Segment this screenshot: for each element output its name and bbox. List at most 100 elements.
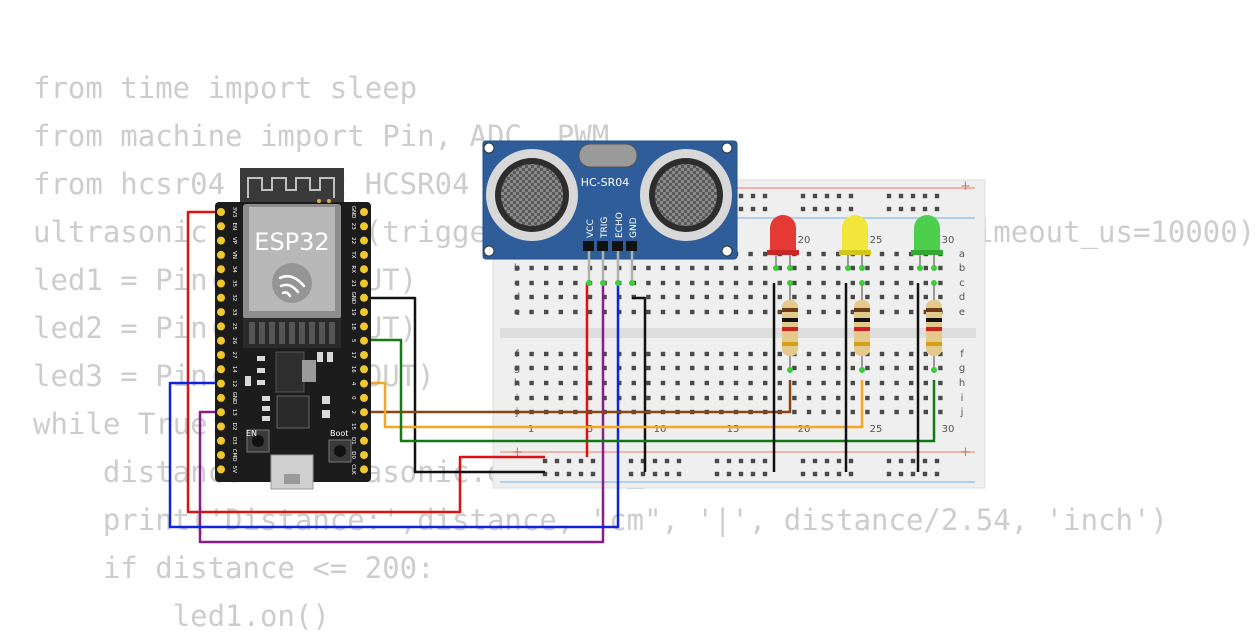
esp32-pin[interactable] [217, 351, 225, 359]
esp32-pin[interactable] [360, 308, 368, 317]
breadboard-hole [529, 365, 534, 371]
breadboard-hole [558, 280, 563, 286]
breadboard-hole [514, 265, 520, 271]
breadboard-hole [923, 351, 928, 357]
esp32-pin[interactable] [360, 379, 368, 388]
breadboard-hole [690, 380, 695, 386]
esp32-pin[interactable] [360, 393, 368, 402]
pin-label: 5 [350, 339, 356, 343]
breadboard-hole [529, 265, 534, 271]
esp32-pin[interactable] [217, 322, 225, 331]
esp32-pin[interactable] [360, 293, 368, 302]
esp32-pin[interactable] [360, 236, 368, 245]
breadboard-hole [836, 471, 842, 477]
breadboard-hole [792, 294, 797, 300]
usb-uart-chip [276, 395, 310, 429]
breadboard-hole [923, 395, 928, 401]
row-letter: b [514, 263, 520, 274]
esp32-pin[interactable] [360, 250, 368, 259]
esp32-pin[interactable] [360, 336, 368, 345]
breadboard-hole [850, 395, 855, 401]
esp32-pin[interactable] [217, 222, 225, 231]
breadboard-hole [812, 458, 818, 464]
breadboard-hole [806, 409, 812, 415]
breadboard-hole [806, 351, 812, 357]
esp32-pin[interactable] [360, 436, 368, 445]
breadboard-hole [573, 351, 578, 357]
breadboard-hole [836, 409, 841, 415]
breadboard-hole [800, 206, 806, 212]
esp32-pin[interactable] [360, 222, 368, 231]
esp32-pin[interactable] [217, 436, 225, 445]
breadboard-hole [850, 265, 855, 271]
breadboard-hole [836, 380, 841, 386]
breadboard-hole [646, 309, 651, 315]
breadboard-hole [763, 280, 768, 286]
breadboard-hole [836, 265, 841, 271]
svg-text:+: + [960, 179, 971, 194]
breadboard-hole [821, 251, 826, 257]
esp32-pin[interactable] [360, 208, 368, 216]
breadboard-hole [748, 351, 753, 357]
hc-sr04-sensor[interactable]: HC-SR04 VCC TRIG ECHO GND [482, 140, 738, 286]
breadboard-hole [850, 280, 855, 286]
esp32-pin[interactable] [217, 336, 225, 345]
esp32-pin[interactable] [360, 351, 368, 359]
esp32-pin[interactable] [360, 451, 368, 460]
esp32-pin[interactable] [360, 365, 368, 374]
esp32-pin[interactable] [360, 408, 368, 417]
pin-label: GND [350, 291, 356, 304]
esp32-pin[interactable] [217, 308, 225, 317]
breadboard-hole [777, 294, 782, 300]
esp32-pin[interactable] [217, 365, 225, 374]
led-green[interactable] [911, 215, 943, 268]
esp32-pin[interactable] [217, 451, 225, 460]
breadboard-hole [850, 365, 855, 371]
esp32-pin[interactable] [217, 250, 225, 259]
breadboard-hole [542, 471, 548, 477]
led-red[interactable] [767, 215, 799, 268]
pin-label: 16 [350, 366, 356, 373]
esp32-pin[interactable] [217, 422, 225, 431]
breadboard-hole [660, 351, 666, 357]
pin-label: CMD [231, 449, 237, 462]
breadboard-hole [792, 280, 797, 286]
mount-hole [721, 142, 733, 154]
esp32-pin[interactable] [360, 322, 368, 331]
resistor[interactable] [854, 283, 870, 370]
breadboard-hole [676, 471, 682, 477]
esp32-pin[interactable] [217, 236, 225, 245]
pin-label: ECHO [615, 212, 625, 238]
breadboard-hole [602, 265, 607, 271]
esp32-pin[interactable] [360, 279, 368, 288]
esp32-pin[interactable] [217, 465, 225, 474]
breadboard-hole [910, 193, 916, 199]
esp32-pin[interactable] [217, 379, 225, 388]
esp32-pin[interactable] [360, 265, 368, 274]
sensor-pin-dots [586, 280, 635, 286]
esp32-board[interactable]: ESP32 EN Boot 3V3ENVPVN34353233252627141… [215, 168, 371, 490]
esp32-pin[interactable] [360, 465, 368, 474]
pin-label: TX [350, 250, 356, 258]
esp32-pin[interactable] [217, 293, 225, 302]
row-letter: g [514, 363, 520, 374]
breadboard-hole [763, 395, 768, 401]
pin-label: 12 [231, 380, 237, 387]
breadboard-hole [646, 365, 651, 371]
esp32-pin[interactable] [217, 208, 225, 216]
esp32-pin[interactable] [360, 422, 368, 431]
esp32-label: ESP32 [254, 228, 329, 256]
resistor[interactable] [926, 283, 942, 370]
breadboard-hole [909, 395, 914, 401]
breadboard-hole [738, 471, 744, 477]
breadboard-hole [922, 206, 928, 212]
esp32-pin[interactable] [217, 408, 225, 417]
esp32-pin[interactable] [217, 279, 225, 288]
esp32-pin[interactable] [217, 393, 225, 402]
breadboard-hole [544, 365, 549, 371]
breadboard-hole [865, 380, 870, 386]
breadboard-hole [762, 458, 768, 464]
esp32-pin[interactable] [217, 265, 225, 274]
breadboard-hole [806, 280, 812, 286]
resistor[interactable] [782, 283, 798, 370]
